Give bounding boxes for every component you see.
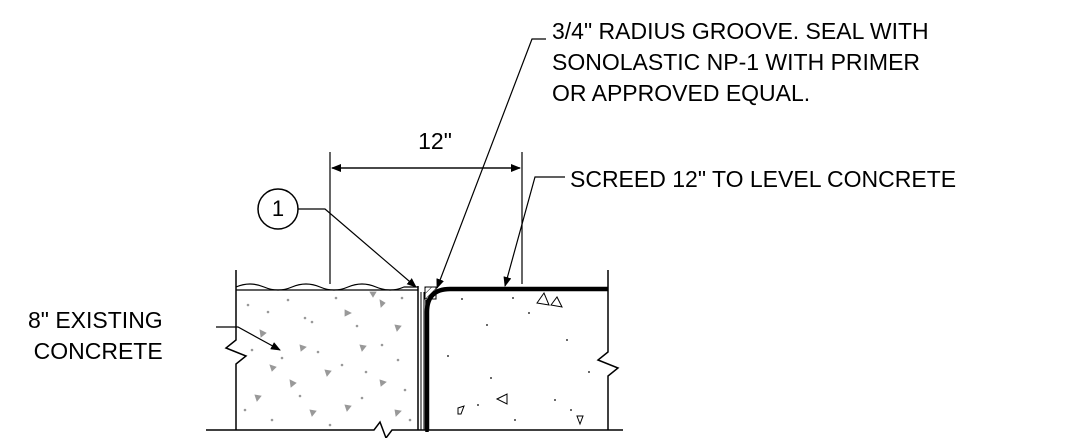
screed-line bbox=[424, 286, 608, 430]
note-radius-groove: 3/4" RADIUS GROOVE. SEAL WITH SONOLASTIC… bbox=[552, 16, 929, 109]
dimension-12in bbox=[329, 152, 523, 284]
existing-concrete-slab bbox=[224, 270, 419, 430]
note-line: 3/4" RADIUS GROOVE. SEAL WITH bbox=[552, 18, 929, 44]
callout-1 bbox=[257, 188, 417, 288]
leader-groove bbox=[436, 38, 546, 289]
note-line: 8" EXISTING bbox=[28, 307, 163, 333]
new-concrete-slab bbox=[424, 270, 620, 430]
callout-number: 1 bbox=[271, 196, 285, 221]
leader-existing bbox=[216, 326, 281, 351]
aggregate-texture-new bbox=[457, 291, 584, 426]
note-existing-concrete: 8" EXISTING CONCRETE bbox=[28, 305, 163, 367]
note-line: OR APPROVED EQUAL. bbox=[552, 80, 811, 106]
leader-screed bbox=[503, 176, 565, 287]
note-line: SONOLASTIC NP-1 WITH PRIMER bbox=[552, 49, 921, 75]
aggregate-texture bbox=[243, 291, 412, 427]
aggregate-dots-new bbox=[447, 297, 590, 421]
note-screed: SCREED 12" TO LEVEL CONCRETE bbox=[570, 166, 957, 192]
note-line: CONCRETE bbox=[33, 338, 163, 364]
dimension-label: 12" bbox=[418, 128, 452, 154]
slab-bottom bbox=[206, 420, 623, 438]
